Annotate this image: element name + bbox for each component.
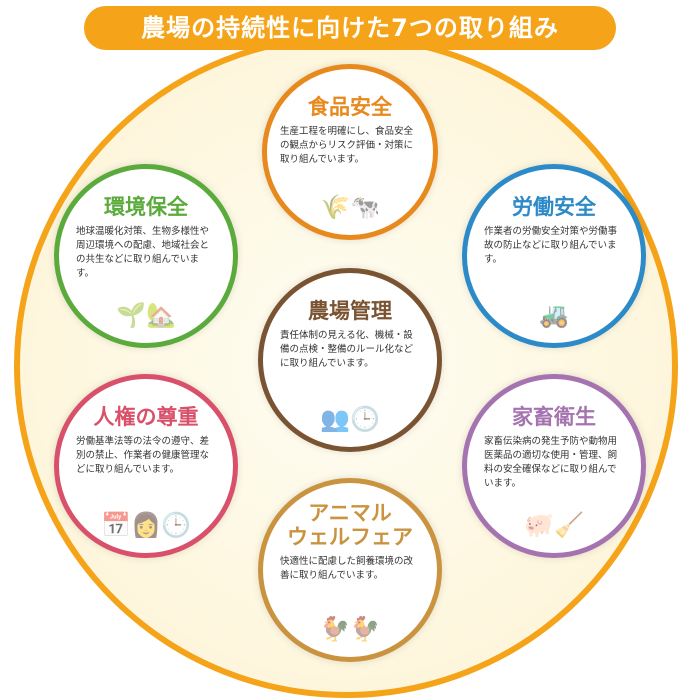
worker-clock-icon: 📅👩🕒 (101, 511, 191, 539)
card-text: 家畜伝染病の発生予防や動物用医薬品の適切な使用・管理、飼料の安全確保などに取り組… (484, 436, 618, 489)
card-human-rights: 人権の尊重 労働基準法等の法令の遵守、差別の禁止、作業者の健康管理などに取り組ん… (54, 374, 238, 558)
pig-icon: 🐖🧹 (524, 511, 584, 539)
page-title: 農場の持続性に向けた7つの取り組み (84, 6, 616, 50)
card-title: 農場管理 (308, 299, 392, 323)
card-title: 環境保全 (104, 195, 188, 219)
card-text: 労働基準法等の法令の遵守、差別の禁止、作業者の健康管理などに取り組んでいます。 (76, 436, 210, 475)
card-title: 労働安全 (512, 195, 596, 219)
card-title: アニマル ウェルフェア (287, 501, 413, 549)
cow-rice-icon: 🌾🐄 (320, 193, 380, 221)
card-title: 人権の尊重 (93, 405, 199, 429)
card-farm-management: 農場管理 責任体制の見える化、機械・設備の点検・整備のルール化などに取り組んでい… (258, 268, 442, 452)
card-text: 生産工程を明確にし、食品安全の観点からリスク評価・対策に取り組んでいます。 (280, 126, 414, 165)
card-text: 地球温暖化対策、生物多様性や周辺環境への配慮、地域社会との共生などに取り組んでい… (76, 226, 210, 279)
card-animal-health: 家畜衛生 家畜伝染病の発生予防や動物用医薬品の適切な使用・管理、飼料の安全確保な… (462, 374, 646, 558)
tractor-icon: 🚜 (539, 301, 569, 329)
card-animal-welfare: アニマル ウェルフェア 快適性に配慮した飼養環境の改善に取り組んでいます。 🐓🐓 (258, 478, 442, 662)
card-title: 家畜衛生 (512, 405, 596, 429)
chicken-icon: 🐓🐓 (320, 615, 380, 643)
card-labor-safety: 労働安全 作業者の労働安全対策や労働事故の防止などに取り組んでいます。 🚜 (462, 164, 646, 348)
card-environment: 環境保全 地球温暖化対策、生物多様性や周辺環境への配慮、地域社会との共生などに取… (54, 164, 238, 348)
card-food-safety: 食品安全 生産工程を明確にし、食品安全の観点からリスク評価・対策に取り組んでいま… (262, 64, 438, 240)
card-text: 責任体制の見える化、機械・設備の点検・整備のルール化などに取り組んでいます。 (280, 330, 414, 369)
card-text: 作業者の労働安全対策や労働事故の防止などに取り組んでいます。 (484, 226, 618, 265)
card-title: 食品安全 (308, 95, 392, 119)
farm-field-icon: 🌱🏡 (116, 301, 176, 329)
meeting-icon: 👥🕒 (320, 405, 380, 433)
card-text: 快適性に配慮した飼養環境の改善に取り組んでいます。 (280, 556, 414, 581)
